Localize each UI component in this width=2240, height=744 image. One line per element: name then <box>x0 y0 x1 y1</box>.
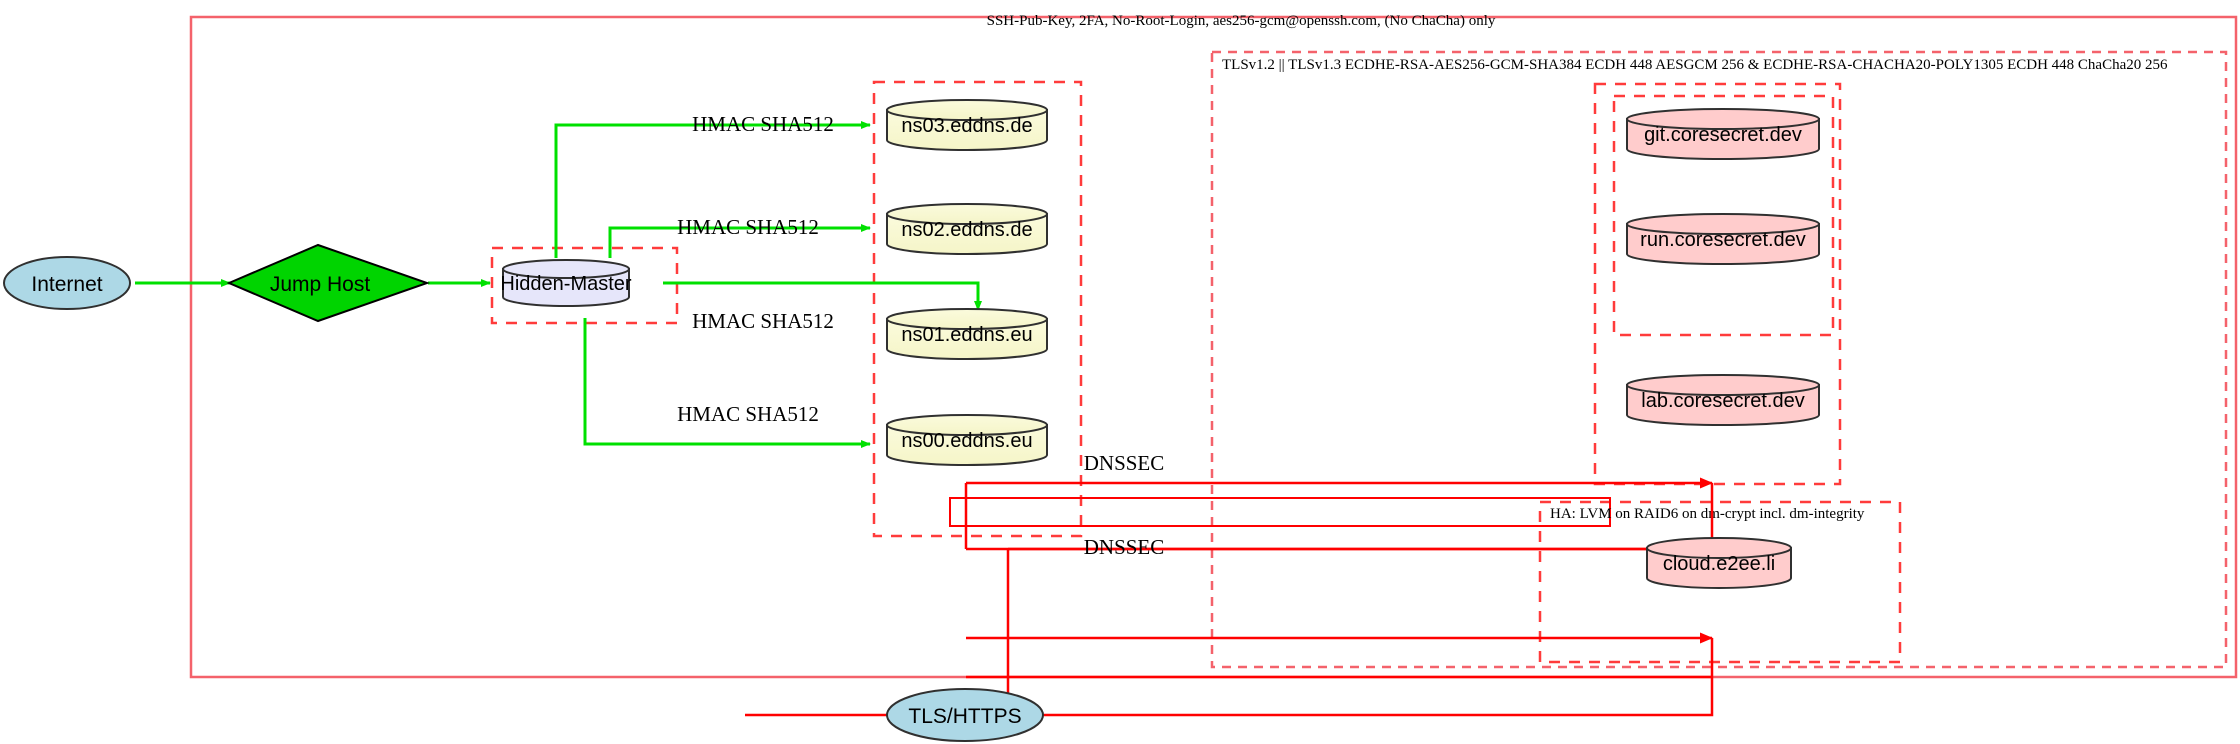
edge-label-hmac-ns02: HMAC SHA512 <box>677 215 819 239</box>
ha-label-frame <box>949 497 1611 527</box>
hidden-master-box <box>490 246 679 325</box>
edge-tlshttps-right-branch <box>745 638 1714 717</box>
node-jump-host[interactable]: Jump Host <box>226 243 431 323</box>
node-internet[interactable]: Internet <box>3 256 131 310</box>
node-ns02[interactable]: ns02.eddns.de <box>886 203 1048 255</box>
node-cloud-e2ee[interactable]: cloud.e2ee.li <box>1646 537 1792 589</box>
node-ns01[interactable]: ns01.eddns.eu <box>886 308 1048 360</box>
edge-hiddenmaster-to-ns01 <box>663 281 982 311</box>
node-run-coresecret-label: run.coresecret.dev <box>1640 229 1806 251</box>
dns-cluster-box <box>872 80 1083 538</box>
node-git-coresecret-label: git.coresecret.dev <box>1644 124 1802 146</box>
edge-hiddenmaster-to-ns00 <box>583 318 871 448</box>
node-lab-coresecret[interactable]: lab.coresecret.dev <box>1626 374 1820 426</box>
edge-hiddenmaster-to-ns02 <box>608 224 871 258</box>
node-tls-https[interactable]: TLS/HTTPS <box>886 688 1044 742</box>
node-ns03-label: ns03.eddns.de <box>901 115 1032 137</box>
node-hidden-master[interactable]: Hidden-Master <box>500 259 632 307</box>
edge-label-hmac-ns00: HMAC SHA512 <box>677 402 819 426</box>
ssh-policy-label: SSH-Pub-Key, 2FA, No-Root-Login, aes256-… <box>987 13 1496 29</box>
edge-label-dnssec-1: DNSSEC <box>1084 451 1165 475</box>
ssh-boundary-box <box>189 15 2238 679</box>
node-run-coresecret[interactable]: run.coresecret.dev <box>1626 213 1820 265</box>
node-jump-host-label: Jump Host <box>270 273 371 296</box>
node-lab-coresecret-label: lab.coresecret.dev <box>1641 390 1804 412</box>
ha-boundary-box <box>1538 500 1902 664</box>
ha-policy-label: HA: LVM on RAID6 on dm-crypt incl. dm-in… <box>1550 506 1865 522</box>
node-ns03[interactable]: ns03.eddns.de <box>886 99 1048 151</box>
node-ns00[interactable]: ns00.eddns.eu <box>886 414 1048 466</box>
node-ns00-label: ns00.eddns.eu <box>901 430 1032 452</box>
edge-label-dnssec-2: DNSSEC <box>1084 535 1165 559</box>
coresecret-inner-box <box>1612 94 1835 337</box>
coresecret-outer-box <box>1593 82 1842 486</box>
tls-policy-label: TLSv1.2 || TLSv1.3 ECDHE-RSA-AES256-GCM-… <box>1222 57 2168 73</box>
tls-boundary-box <box>1210 50 2228 669</box>
node-ns01-label: ns01.eddns.eu <box>901 324 1032 346</box>
node-hidden-master-label: Hidden-Master <box>500 273 632 295</box>
node-internet-label: Internet <box>31 273 102 296</box>
node-ns02-label: ns02.eddns.de <box>901 219 1032 241</box>
node-git-coresecret[interactable]: git.coresecret.dev <box>1626 108 1820 160</box>
edge-label-hmac-ns01: HMAC SHA512 <box>692 309 834 333</box>
node-tls-https-label: TLS/HTTPS <box>908 705 1021 728</box>
edge-label-hmac-ns03: HMAC SHA512 <box>692 112 834 136</box>
node-cloud-e2ee-label: cloud.e2ee.li <box>1663 553 1775 575</box>
edge-hiddenmaster-to-ns03 <box>554 121 871 258</box>
